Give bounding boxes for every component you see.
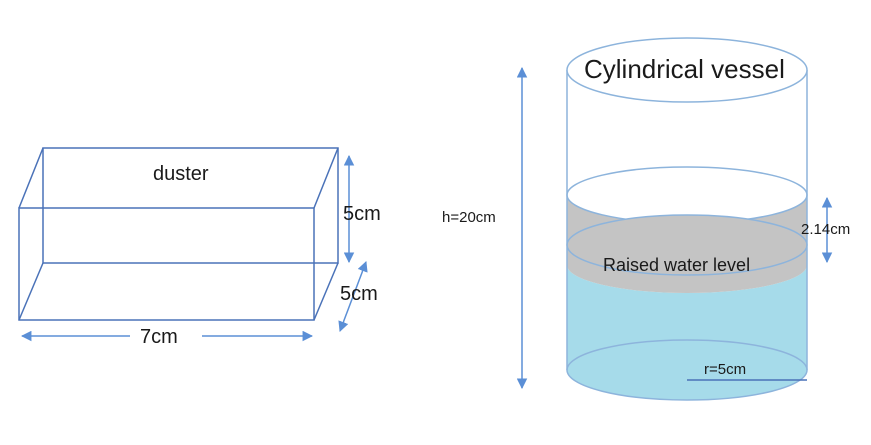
cuboid-edge-tr [313, 147, 339, 209]
cylinder-height-label: h=20cm [442, 209, 496, 226]
cuboid-edge-br [313, 262, 339, 321]
cuboid-front-face [18, 207, 315, 321]
cuboid-depth-label: 5cm [340, 283, 378, 305]
cuboid-length-label: 7cm [140, 326, 178, 348]
cuboid-height-label: 5cm [343, 203, 381, 225]
depth-arrow [338, 261, 368, 332]
cylinder-vessel [566, 37, 808, 401]
radius-label: r=5cm [704, 361, 746, 378]
cuboid-label: duster [153, 163, 209, 185]
cuboid-back-face [42, 147, 339, 264]
raised-band-label: Raised water level [603, 255, 750, 275]
cuboid-edge-tl [18, 147, 44, 209]
cylinder-title: Cylindrical vessel [584, 54, 785, 84]
cuboid-edge-bl [18, 262, 44, 321]
bottom-ellipse [566, 339, 808, 401]
top-ellipse [566, 37, 808, 103]
cuboid-duster [18, 147, 339, 321]
rise-label: 2.14cm [801, 221, 850, 238]
